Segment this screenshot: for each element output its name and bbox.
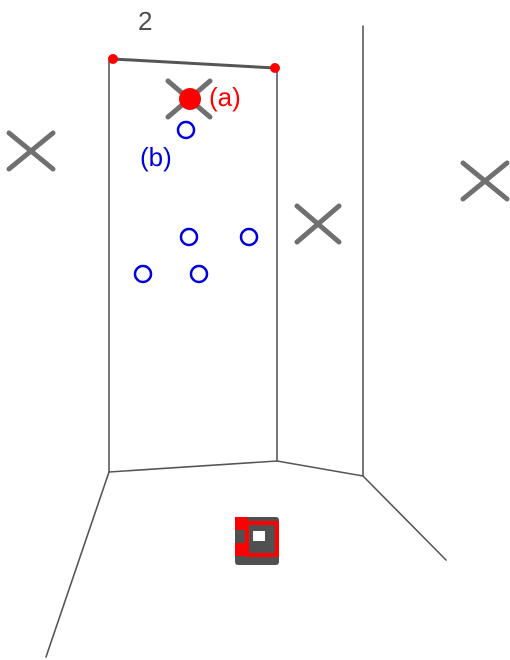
blue-circle-marker — [176, 120, 196, 140]
point-b-label: (b) — [140, 142, 172, 172]
corridor-outline — [45, 25, 447, 658]
measurement-line — [111, 57, 277, 70]
measurement-endpoint-right — [270, 63, 280, 73]
cross-marker — [6, 130, 56, 172]
point-a-dot — [179, 88, 201, 110]
point-a-label: (a) — [209, 82, 241, 112]
device-icon — [235, 517, 279, 565]
device-window — [253, 531, 265, 541]
device-accent-frame — [245, 521, 279, 557]
blue-circle-marker — [239, 227, 259, 247]
device-accent-top — [235, 517, 248, 530]
floor-left-edge — [45, 471, 110, 658]
cross-marker — [294, 203, 342, 245]
blue-circle-marker — [189, 264, 209, 284]
blue-circle-marker — [133, 264, 153, 284]
cross-marker — [460, 160, 510, 202]
measurement-endpoint-left — [108, 54, 118, 64]
number-label: 2 — [138, 6, 152, 36]
device-accent-left — [235, 543, 248, 556]
floor-back-edge — [108, 460, 278, 473]
blue-circle-marker — [179, 227, 199, 247]
blue-circle-markers — [133, 120, 259, 284]
floor-right-edge — [362, 475, 447, 561]
floor-right-back-edge — [276, 460, 364, 477]
cross-markers — [6, 78, 510, 245]
